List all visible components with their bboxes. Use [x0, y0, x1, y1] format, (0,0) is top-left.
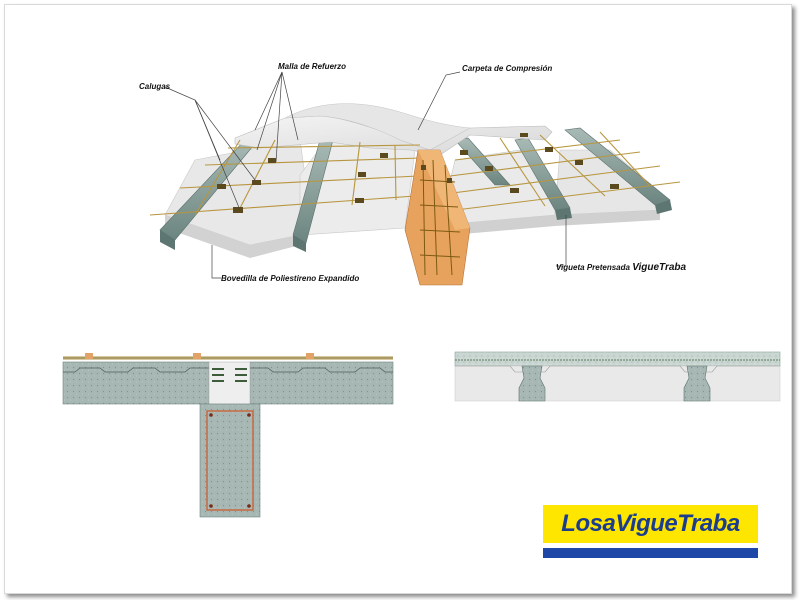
calugas-spacers — [217, 133, 619, 213]
brand-logo: LosaVigueTraba — [543, 505, 758, 558]
logo-blue-stripe — [543, 548, 758, 558]
label-vigueta-prefix: Vigueta Pretensada — [556, 263, 631, 272]
slab-3d-view — [149, 103, 681, 286]
label-calugas: Calugas — [139, 82, 171, 91]
logo-text: LosaVigueTraba — [561, 510, 740, 537]
page-frame — [4, 4, 792, 594]
central-beam — [404, 149, 471, 286]
logo-yellow-band: LosaVigueTraba — [543, 505, 758, 543]
leader-lines — [164, 71, 567, 279]
carpeta-compresion — [234, 103, 553, 156]
vigueta-joists — [159, 127, 672, 252]
bovedilla-blocks — [164, 127, 671, 258]
section-view-joists — [454, 351, 781, 402]
label-malla-refuerzo: Malla de Refuerzo — [278, 62, 346, 71]
malla-refuerzo — [149, 131, 681, 216]
label-vigueta: Vigueta Pretensada VigueTraba — [556, 262, 687, 273]
section-view-tbeam — [62, 353, 394, 518]
label-vigueta-brand: VigueTraba — [632, 262, 686, 273]
label-bovedilla: Bovedilla de Poliestireno Expandido — [221, 274, 359, 283]
label-carpeta-compresion: Carpeta de Compresión — [462, 64, 552, 73]
